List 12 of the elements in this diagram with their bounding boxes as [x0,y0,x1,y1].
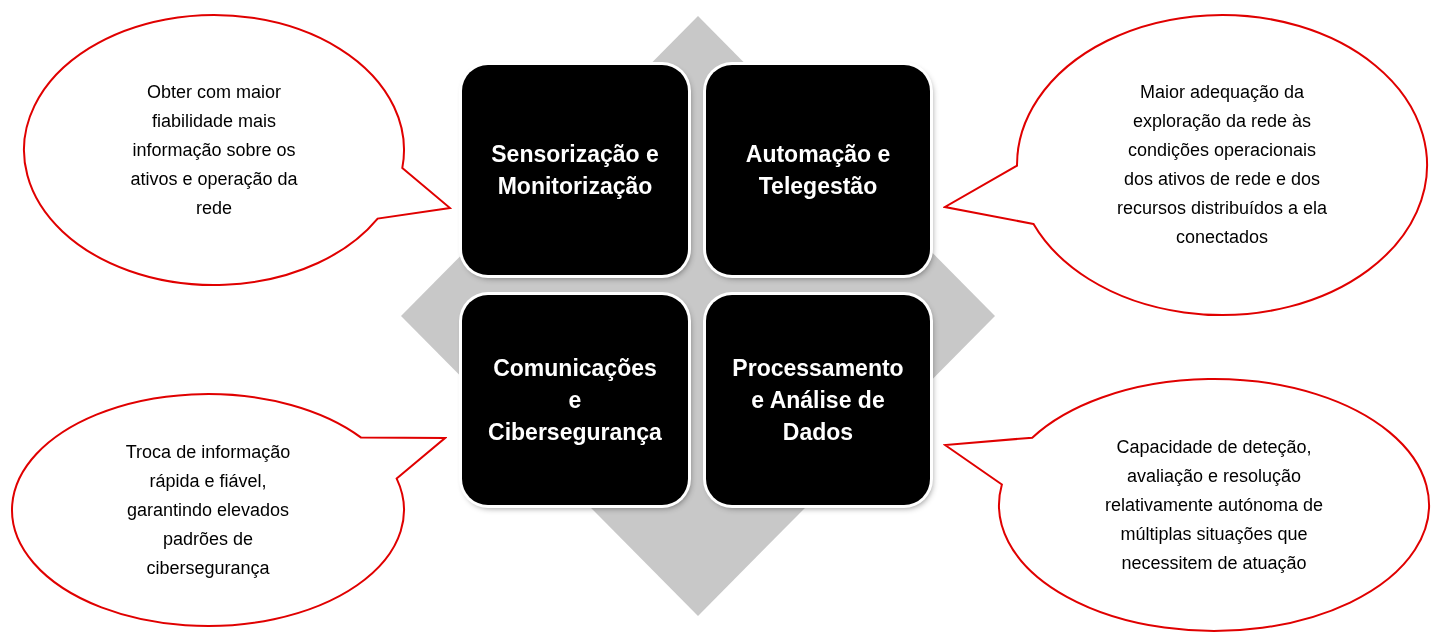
bubble-text: Troca de informação rápida e fiável, garantindo elevados padrões de cibersegurança [124,440,292,580]
topic-title: Sensorização e Monitorização [490,140,660,201]
speech-bubble [22,13,452,287]
topic-title: Automação e Telegestão [744,140,892,201]
speech-bubble [10,392,447,628]
speech-bubble [943,377,1431,633]
topic-title: Processamento e Análise de Dados [731,354,905,447]
speech-bubble [943,13,1429,317]
bubble-text: Maior adequação da exploração da rede às condições operacionais dos ativos de rede e dos recursos distribuídos a ela conectados [1115,81,1329,249]
bubble-text: Capacidade de deteção, avaliação e resolução relativamente autónoma de múltiplas situações que necessitem de atuação [1103,435,1325,575]
topic-title: Comunicações e Cibersegurança [487,354,663,447]
bubble-text: Obter com maior fiabilidade mais informação sobre os ativos e operação da rede [129,80,299,220]
